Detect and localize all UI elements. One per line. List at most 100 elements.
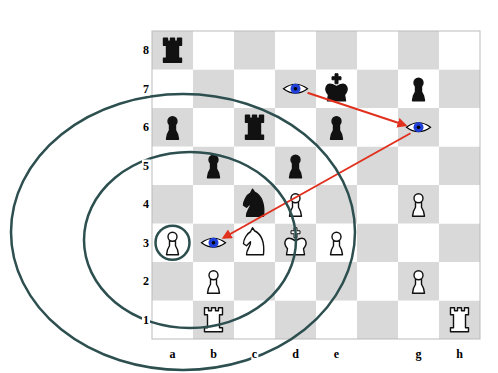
pawn-piece-body [413, 279, 425, 293]
board-square [193, 70, 234, 109]
rook-piece-body [205, 308, 223, 332]
pawn-head [414, 78, 423, 87]
board-square [234, 108, 275, 147]
board-square [398, 262, 439, 301]
eye-icon [202, 238, 226, 248]
file-letter: g [415, 348, 423, 361]
pawn-piece-body [167, 241, 179, 255]
rank-number: 1 [142, 313, 150, 326]
pawn-piece [413, 194, 425, 217]
board-square [357, 108, 398, 147]
pawn-piece [167, 232, 179, 255]
pawn-head [414, 271, 423, 280]
board-square [398, 301, 439, 340]
board-square [193, 31, 234, 70]
pawn-piece [208, 155, 220, 178]
board-square [316, 108, 357, 147]
board-square [439, 224, 480, 263]
pawn-piece [331, 232, 343, 255]
board-square [439, 262, 480, 301]
file-letter: c [251, 348, 258, 361]
board-square [234, 31, 275, 70]
eye-pupil [294, 87, 298, 91]
board-square [275, 262, 316, 301]
eye-icon [284, 84, 308, 94]
board-square [316, 31, 357, 70]
board-square [152, 108, 193, 147]
rook-piece-body [164, 38, 182, 62]
board-square [439, 147, 480, 186]
board-square [439, 108, 480, 147]
eye-outline [202, 238, 226, 247]
board-square [193, 108, 234, 147]
pawn-head [209, 271, 218, 280]
rank-number: 6 [142, 121, 150, 134]
rook-piece-body [451, 308, 469, 332]
board-square [234, 301, 275, 340]
eye-outline [284, 84, 308, 93]
rook-piece [164, 38, 182, 62]
board-square [152, 224, 193, 263]
board-square [152, 301, 193, 340]
board-square [316, 301, 357, 340]
pawn-piece-body [290, 164, 302, 178]
eye-pupil [417, 125, 421, 129]
rook-piece-body [246, 115, 264, 139]
pawn-piece-body [331, 241, 343, 255]
pawn-piece-body [413, 87, 425, 101]
rank-number: 4 [142, 198, 150, 211]
eye-outline [407, 123, 431, 132]
pawn-head [209, 155, 218, 164]
board-border [152, 31, 480, 339]
board-square [357, 224, 398, 263]
pawn-head [291, 155, 300, 164]
pawn-head [168, 232, 177, 241]
knight-piece [244, 189, 264, 216]
eye-iris [209, 238, 219, 248]
focus-ring [156, 226, 190, 260]
king-piece [326, 74, 347, 101]
board-square [357, 185, 398, 224]
rook-piece [246, 115, 264, 139]
board-square [234, 147, 275, 186]
board-square [439, 301, 480, 340]
board-square [234, 185, 275, 224]
eye-iris [414, 122, 424, 132]
board-square [398, 108, 439, 147]
board-square [398, 185, 439, 224]
pawn-piece [208, 271, 220, 294]
board-square [439, 31, 480, 70]
pawn-head [168, 117, 177, 126]
pawn-piece [167, 117, 179, 140]
rank-number: 3 [142, 236, 150, 249]
board-square [357, 301, 398, 340]
board-square [439, 185, 480, 224]
knight-piece-body [244, 228, 264, 255]
eye-pupil [212, 241, 216, 245]
board-square [398, 31, 439, 70]
pawn-piece [331, 117, 343, 140]
pawn-head [414, 194, 423, 203]
file-letter: e [333, 348, 340, 361]
board-square [193, 301, 234, 340]
move-arrow [224, 133, 411, 238]
pawn-piece-body [208, 164, 220, 178]
board-square [316, 224, 357, 263]
board-square [275, 70, 316, 109]
board-square [357, 262, 398, 301]
board-square [275, 185, 316, 224]
board-square [439, 70, 480, 109]
file-letter: a [169, 348, 177, 361]
pawn-piece [413, 271, 425, 294]
file-letter: d [291, 348, 300, 361]
pawn-piece [413, 78, 425, 101]
eye-icon [407, 122, 431, 132]
rank-number: 5 [142, 159, 150, 172]
board-square [275, 301, 316, 340]
file-letter: h [455, 348, 464, 361]
board-square [193, 185, 234, 224]
king-cross [332, 74, 341, 84]
pawn-piece [290, 155, 302, 178]
knight-piece-body [244, 189, 264, 216]
